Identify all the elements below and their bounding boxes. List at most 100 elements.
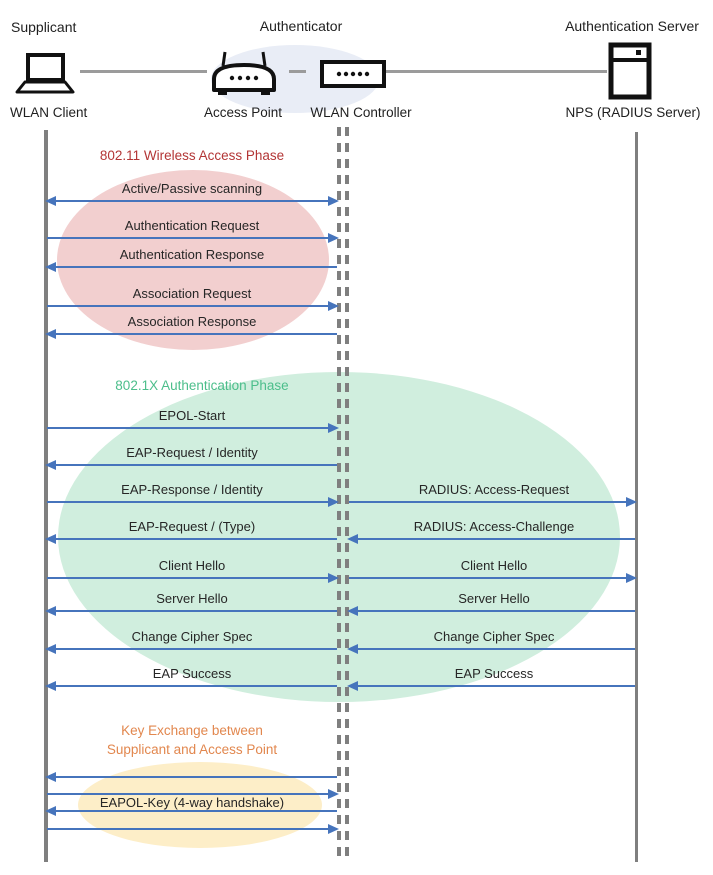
arrowhead-left-icon <box>45 644 56 654</box>
arrowhead-right-icon <box>626 573 637 583</box>
message-arrow <box>347 643 636 655</box>
arrowhead-right-icon <box>328 573 339 583</box>
arrow-shaft <box>47 577 337 579</box>
arrow-shaft <box>349 501 635 503</box>
message-arrow <box>46 232 339 244</box>
access-point-icon <box>208 50 280 102</box>
message-arrow <box>45 643 338 655</box>
message-label: Server Hello <box>156 591 228 606</box>
arrow-shaft <box>47 793 337 795</box>
message-label: Client Hello <box>460 558 528 573</box>
phase-80211-title: 802.11 Wireless Access Phase <box>99 148 285 163</box>
wlan-controller-icon <box>320 60 386 93</box>
arrow-shaft <box>47 333 337 335</box>
message-label: Server Hello <box>458 591 530 606</box>
message-arrow <box>46 788 339 800</box>
message-label: RADIUS: Access-Request <box>418 482 570 497</box>
arrowhead-right-icon <box>328 301 339 311</box>
actor-wlan-controller-label: WLAN Controller <box>310 105 412 120</box>
arrowhead-left-icon <box>45 460 56 470</box>
arrow-shaft <box>349 577 635 579</box>
message-arrow <box>45 680 338 692</box>
message-arrow <box>45 459 338 471</box>
message-label: EAP Success <box>152 666 232 681</box>
message-arrow <box>45 805 338 817</box>
message-label: EAPOL-Key (4-way handshake) <box>99 795 285 810</box>
message-arrow <box>46 823 339 835</box>
arrowhead-right-icon <box>328 789 339 799</box>
server-icon <box>608 42 652 105</box>
message-label: Association Response <box>127 314 257 329</box>
arrow-shaft <box>349 538 635 540</box>
message-label: Active/Passive scanning <box>121 181 263 196</box>
message-label: Authentication Request <box>124 218 260 233</box>
message-arrow <box>45 771 338 783</box>
arrowhead-left-icon <box>347 644 358 654</box>
message-arrow <box>45 261 338 273</box>
message-arrow <box>46 422 339 434</box>
lifeline-wlan-client <box>44 130 48 862</box>
arrow-shaft <box>47 266 337 268</box>
message-label: EAP Success <box>454 666 534 681</box>
arrow-shaft <box>47 464 337 466</box>
arrow-shaft <box>47 610 337 612</box>
arrow-shaft <box>47 501 337 503</box>
message-arrow <box>45 533 338 545</box>
laptop-icon <box>12 52 78 101</box>
arrowhead-left-icon <box>45 262 56 272</box>
arrowhead-right-icon <box>328 233 339 243</box>
arrow-shaft <box>349 685 635 687</box>
arrowhead-left-icon <box>347 681 358 691</box>
arrow-shaft <box>47 538 337 540</box>
role-authenticator-label: Authenticator <box>259 18 343 34</box>
message-label: Client Hello <box>158 558 226 573</box>
role-supplicant-label: Supplicant <box>11 19 77 35</box>
key-exchange-title: Key Exchange between Supplicant and Acce… <box>62 721 322 759</box>
arrowhead-left-icon <box>347 534 358 544</box>
actor-access-point-label: Access Point <box>203 105 283 120</box>
arrow-shaft <box>47 305 337 307</box>
message-label: EPOL-Start <box>158 408 226 423</box>
message-arrow <box>347 605 636 617</box>
role-auth-server-label: Authentication Server <box>565 18 699 34</box>
actor-nps-label: NPS (RADIUS Server) <box>565 105 701 120</box>
arrow-shaft <box>47 427 337 429</box>
arrow-shaft <box>47 237 337 239</box>
connector-client-ap <box>80 70 207 73</box>
lifeline-wlan-controller-left <box>337 127 341 858</box>
arrowhead-left-icon <box>347 606 358 616</box>
arrow-shaft <box>47 648 337 650</box>
arrowhead-right-icon <box>328 497 339 507</box>
arrowhead-left-icon <box>45 606 56 616</box>
arrow-shaft <box>47 810 337 812</box>
arrowhead-right-icon <box>626 497 637 507</box>
message-label: EAP-Response / Identity <box>121 482 263 497</box>
lifeline-wlan-controller-right <box>345 127 349 858</box>
message-label: Change Cipher Spec <box>433 629 555 644</box>
connector-wlc-server <box>386 70 607 73</box>
message-label: Association Request <box>132 286 252 301</box>
message-arrow <box>347 680 636 692</box>
arrow-shaft <box>47 200 337 202</box>
message-arrow <box>348 496 637 508</box>
arrow-shaft <box>349 648 635 650</box>
arrowhead-left-icon <box>45 681 56 691</box>
arrowhead-right-icon <box>328 423 339 433</box>
arrow-shaft <box>47 776 337 778</box>
key-exchange-title-line1: Key Exchange between <box>121 723 263 738</box>
arrow-shaft <box>47 828 337 830</box>
message-arrow <box>45 328 338 340</box>
message-arrow <box>348 572 637 584</box>
message-arrow <box>46 300 339 312</box>
message-arrow <box>46 572 339 584</box>
arrowhead-left-icon <box>45 534 56 544</box>
message-arrow <box>46 496 339 508</box>
arrow-shaft <box>47 685 337 687</box>
phase-8021x-title: 802.1X Authentication Phase <box>115 378 289 393</box>
arrowhead-left-icon <box>45 196 56 206</box>
actor-wlan-client-label: WLAN Client <box>10 105 88 120</box>
message-label: EAP-Request / (Type) <box>128 519 256 534</box>
message-label: Change Cipher Spec <box>131 629 253 644</box>
message-label: Authentication Response <box>119 247 265 262</box>
